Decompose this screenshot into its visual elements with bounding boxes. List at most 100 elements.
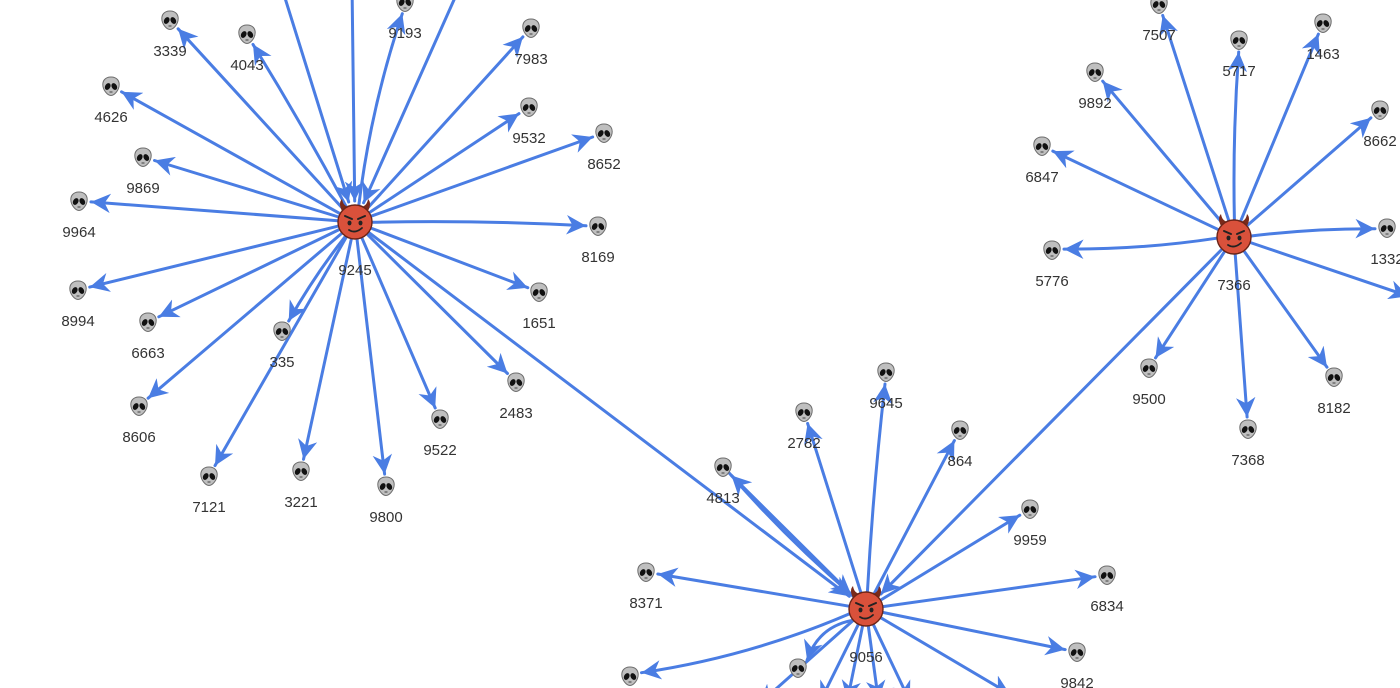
edge-7366-to-9892 [1101, 79, 1225, 226]
alien-icon [134, 147, 152, 168]
node-label: 8652 [587, 156, 620, 173]
node-1463[interactable]: 1463 [1306, 13, 1340, 63]
node-6834[interactable]: 6834 [1090, 565, 1124, 615]
edge-7366-to-8182 [1242, 249, 1329, 369]
node-8169[interactable]: 8169 [581, 216, 615, 266]
alien-icon [273, 321, 291, 342]
alien-icon [139, 312, 157, 333]
alien-icon [200, 466, 218, 487]
node-9892[interactable]: 9892 [1078, 62, 1112, 112]
node-7368[interactable]: 7368 [1231, 419, 1265, 469]
edge-b3-to-9245 [362, 0, 456, 205]
node-4626[interactable]: 4626 [94, 76, 128, 126]
alien-icon [530, 282, 548, 303]
alien-icon [520, 97, 538, 118]
alien-icon [1230, 30, 1248, 51]
hub-9245[interactable]: 9245 [337, 199, 373, 279]
node-8371[interactable]: 8371 [629, 562, 663, 612]
node-label: 9522 [423, 442, 456, 459]
node-864[interactable]: 864 [947, 420, 973, 470]
node-3339[interactable]: 3339 [153, 10, 187, 60]
node-label: 335 [269, 354, 294, 371]
edge-9245-to-3339 [176, 27, 345, 211]
node-9522[interactable]: 9522 [423, 409, 457, 459]
node-label: 7983 [514, 51, 547, 68]
edge-9056-to-b8 [841, 624, 865, 688]
node-1332[interactable]: 1332 [1370, 218, 1400, 268]
edge-9056-to-b5 [804, 618, 855, 662]
node-9500[interactable]: 9500 [1132, 358, 1166, 408]
node-7983[interactable]: 7983 [514, 18, 548, 68]
node-label: 8662 [1363, 133, 1396, 150]
node-8652[interactable]: 8652 [587, 123, 621, 173]
node-7507[interactable]: 7507 [1142, 0, 1176, 44]
edge-9245-to-9532 [367, 112, 521, 215]
edge-9056-to-9645 [865, 382, 893, 594]
edge-9245-to-4626 [120, 90, 342, 216]
node-b4[interactable] [621, 666, 639, 687]
node-4043[interactable]: 4043 [230, 24, 264, 74]
node-b5[interactable] [789, 658, 807, 679]
node-label: 4043 [230, 57, 263, 74]
edge-9245-to-2483 [365, 232, 509, 375]
alien-icon [70, 191, 88, 212]
node-4813[interactable]: 4813 [706, 457, 740, 507]
node-label: 7507 [1142, 27, 1175, 44]
node-7121[interactable]: 7121 [192, 466, 226, 516]
edge-9056-to-b4 [640, 612, 852, 680]
alien-icon [292, 461, 310, 482]
node-label: 8371 [629, 595, 662, 612]
alien-icon [1043, 240, 1061, 261]
node-label: 8606 [122, 429, 155, 446]
node-label: 5717 [1222, 63, 1255, 80]
node-2782[interactable]: 2782 [787, 402, 821, 452]
smiling-devil-icon [337, 199, 373, 240]
node-8994[interactable]: 8994 [61, 280, 95, 330]
hub-label: 9245 [338, 262, 371, 279]
node-1651[interactable]: 1651 [522, 282, 556, 332]
alien-icon [161, 10, 179, 31]
node-label: 9842 [1060, 675, 1093, 688]
hub-7366[interactable]: 7366 [1216, 214, 1252, 294]
node-9869[interactable]: 9869 [126, 147, 160, 197]
node-9800[interactable]: 9800 [369, 476, 403, 526]
node-6663[interactable]: 6663 [131, 312, 165, 362]
node-label: 9532 [512, 130, 545, 147]
node-5717[interactable]: 5717 [1222, 30, 1256, 80]
nodes-layer: 3339 4043 9193 7983 4626 9532 8652 9869 9964 8169… [61, 0, 1400, 688]
alien-icon [522, 18, 540, 39]
node-label: 8169 [581, 249, 614, 266]
node-label: 9959 [1013, 532, 1046, 549]
hub-9056[interactable]: 9056 [848, 586, 884, 666]
alien-icon [795, 402, 813, 423]
node-9959[interactable]: 9959 [1013, 499, 1047, 549]
node-label: 3221 [284, 494, 317, 511]
edge-b1-to-9245 [284, 0, 353, 204]
edge-7366-to-7368 [1233, 252, 1256, 419]
edge-9056-to-8371 [656, 567, 851, 608]
node-9842[interactable]: 9842 [1060, 642, 1094, 688]
node-5776[interactable]: 5776 [1035, 240, 1069, 290]
node-9532[interactable]: 9532 [512, 97, 546, 147]
node-2483[interactable]: 2483 [499, 372, 533, 422]
alien-icon [1378, 218, 1396, 239]
node-6847[interactable]: 6847 [1025, 136, 1059, 186]
node-8662[interactable]: 8662 [1363, 100, 1397, 150]
node-335[interactable]: 335 [269, 321, 295, 371]
node-8606[interactable]: 8606 [122, 396, 156, 446]
edge-9056-to-b10 [871, 622, 911, 688]
alien-icon [1098, 565, 1116, 586]
edge-9056-to-b7 [820, 622, 860, 688]
edge-b2-to-9245 [344, 0, 365, 203]
alien-icon [1325, 367, 1343, 388]
node-9645[interactable]: 9645 [869, 362, 903, 412]
edge-7366-to-1332 [1249, 218, 1377, 239]
node-9193[interactable]: 9193 [388, 0, 422, 42]
node-8182[interactable]: 8182 [1317, 367, 1351, 417]
node-9964[interactable]: 9964 [62, 191, 96, 241]
edge-9056-to-9842 [881, 610, 1067, 656]
alien-icon [1239, 419, 1257, 440]
node-3221[interactable]: 3221 [284, 461, 318, 511]
edge-9245-to-3221 [298, 237, 353, 461]
